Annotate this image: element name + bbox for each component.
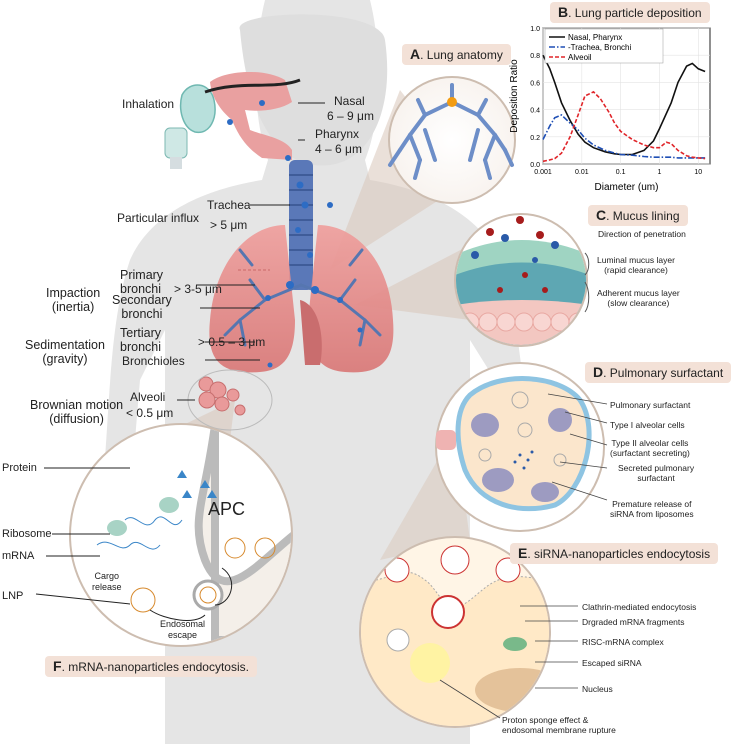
y-axis-label: Deposition Ratio (509, 59, 520, 133)
primary-bronchi-label: Primary bronchi (120, 268, 164, 296)
panel-c-title: C. Mucus lining (588, 205, 688, 226)
x-tick-label: 0.01 (575, 169, 589, 176)
x-tick-label: 10 (694, 169, 702, 176)
mask (179, 84, 216, 133)
endosomal-label: Endosomal escape (160, 619, 206, 640)
x-axis-label: Diameter (um) (595, 182, 659, 193)
trachea-label: Trachea (207, 198, 251, 212)
panel-a-bronchi (388, 83, 514, 180)
x-tick-label: 0.1 (616, 169, 626, 176)
type2-label: Type II alveolar cells (surfactant secre… (610, 438, 690, 458)
nasal-size: 6 – 9 μm (327, 109, 374, 123)
brownian-label: Brownian motion (diffusion) (30, 398, 124, 426)
panel-f-title: F. mRNA-nanoparticles endocytosis. (45, 656, 257, 677)
nucleus (475, 668, 549, 712)
mrna-label: mRNA (2, 550, 35, 562)
legend-entry: Nasal, Pharynx (568, 33, 622, 42)
y-tick-label: 0.0 (530, 162, 540, 169)
direction-label: Direction of penetration (598, 229, 686, 239)
luminal-label: Luminal mucus layer (rapid clearance) (597, 255, 675, 275)
alveoli-cluster (198, 376, 246, 416)
tertiary-bronchi-label: Tertiary bronchi (120, 326, 161, 354)
series-line-1 (542, 114, 706, 159)
nebulizer (164, 127, 188, 159)
y-tick-label: 0.2 (530, 135, 540, 142)
type1-label: Type I alveolar cells (610, 420, 685, 430)
escaped-label: Escaped siRNA (582, 658, 642, 668)
x-tick-label: 0.001 (534, 169, 552, 176)
apc-label: APC (208, 499, 246, 519)
y-tick-label: 0.8 (530, 53, 540, 60)
trachea (289, 160, 313, 290)
inhalation-label: Inhalation (122, 97, 175, 111)
primary-size: > 3-5 μm (174, 282, 222, 296)
deposition-chart: 0.0 0.2 0.4 0.6 0.8 1.0 0.001 0.01 0.1 1 10Diamete… (509, 26, 711, 193)
y-tick-label: 0.6 (530, 80, 540, 87)
clathrin-label: Clathrin-mediated endocytosis (582, 602, 697, 612)
proton-label: Proton sponge effect & endosomal membran… (502, 715, 616, 735)
right-lung (308, 225, 394, 373)
pharynx-size: 4 – 6 μm (315, 142, 362, 156)
legend-entry: Alveoil (568, 53, 592, 62)
alveoli-size: < 0.5 μm (126, 406, 174, 420)
nucleus-label: Nucleus (582, 684, 613, 694)
secreted-label: Secreted pulmonary surfactant (618, 463, 695, 483)
pharynx-label: Pharynx (315, 127, 360, 141)
degraded-label: Drgraded mRNA fragments (582, 617, 685, 627)
bronchial-tree (223, 248, 382, 347)
adherent-label: Adherent mucus layer (slow clearance) (597, 288, 680, 308)
lnp-label: LNP (2, 590, 24, 602)
bronchioles-label: Bronchioles (122, 354, 185, 368)
impaction-label: Impaction (inertia) (46, 286, 101, 314)
cargo-label: Cargo release (92, 571, 122, 592)
nasal-label: Nasal (334, 94, 365, 108)
x-tick-label: 1 (658, 169, 662, 176)
risc-label: RISC-mRNA complex (582, 637, 664, 647)
tertiary-size: > 0.5 – 3 μm (198, 335, 266, 349)
ribosome-label: Ribosome (2, 528, 52, 540)
protein-label: Protein (2, 462, 37, 474)
trachea-size: > 5 μm (210, 218, 248, 232)
premature-label: Premature release of siRNA from liposome… (610, 499, 694, 519)
series-line-2 (542, 90, 706, 163)
nasal-cavity (210, 71, 292, 160)
panel-e-title: E. siRNA-nanoparticles endocytosis (510, 543, 719, 564)
pulmonary-label: Pulmonary surfactant (610, 400, 691, 410)
y-tick-label: 0.4 (530, 108, 540, 115)
y-tick-label: 1.0 (530, 26, 540, 33)
panel-b-title: B. Lung particle deposition (550, 2, 710, 23)
alveoli-label: Alveoli (130, 390, 166, 404)
sedimentation-label: Sedimentation (gravity) (25, 338, 105, 366)
panel-a-title: A. Lung anatomy (402, 44, 511, 65)
panel-d-title: D. Pulmonary surfactant (585, 362, 732, 383)
legend-entry: -Trachea, Bronchi (568, 43, 632, 52)
particular-influx-label: Particular influx (117, 211, 200, 225)
alveolus (455, 376, 592, 512)
secondary-bronchi-label: Secondary bronchi (112, 293, 172, 321)
left-lung (209, 225, 295, 373)
